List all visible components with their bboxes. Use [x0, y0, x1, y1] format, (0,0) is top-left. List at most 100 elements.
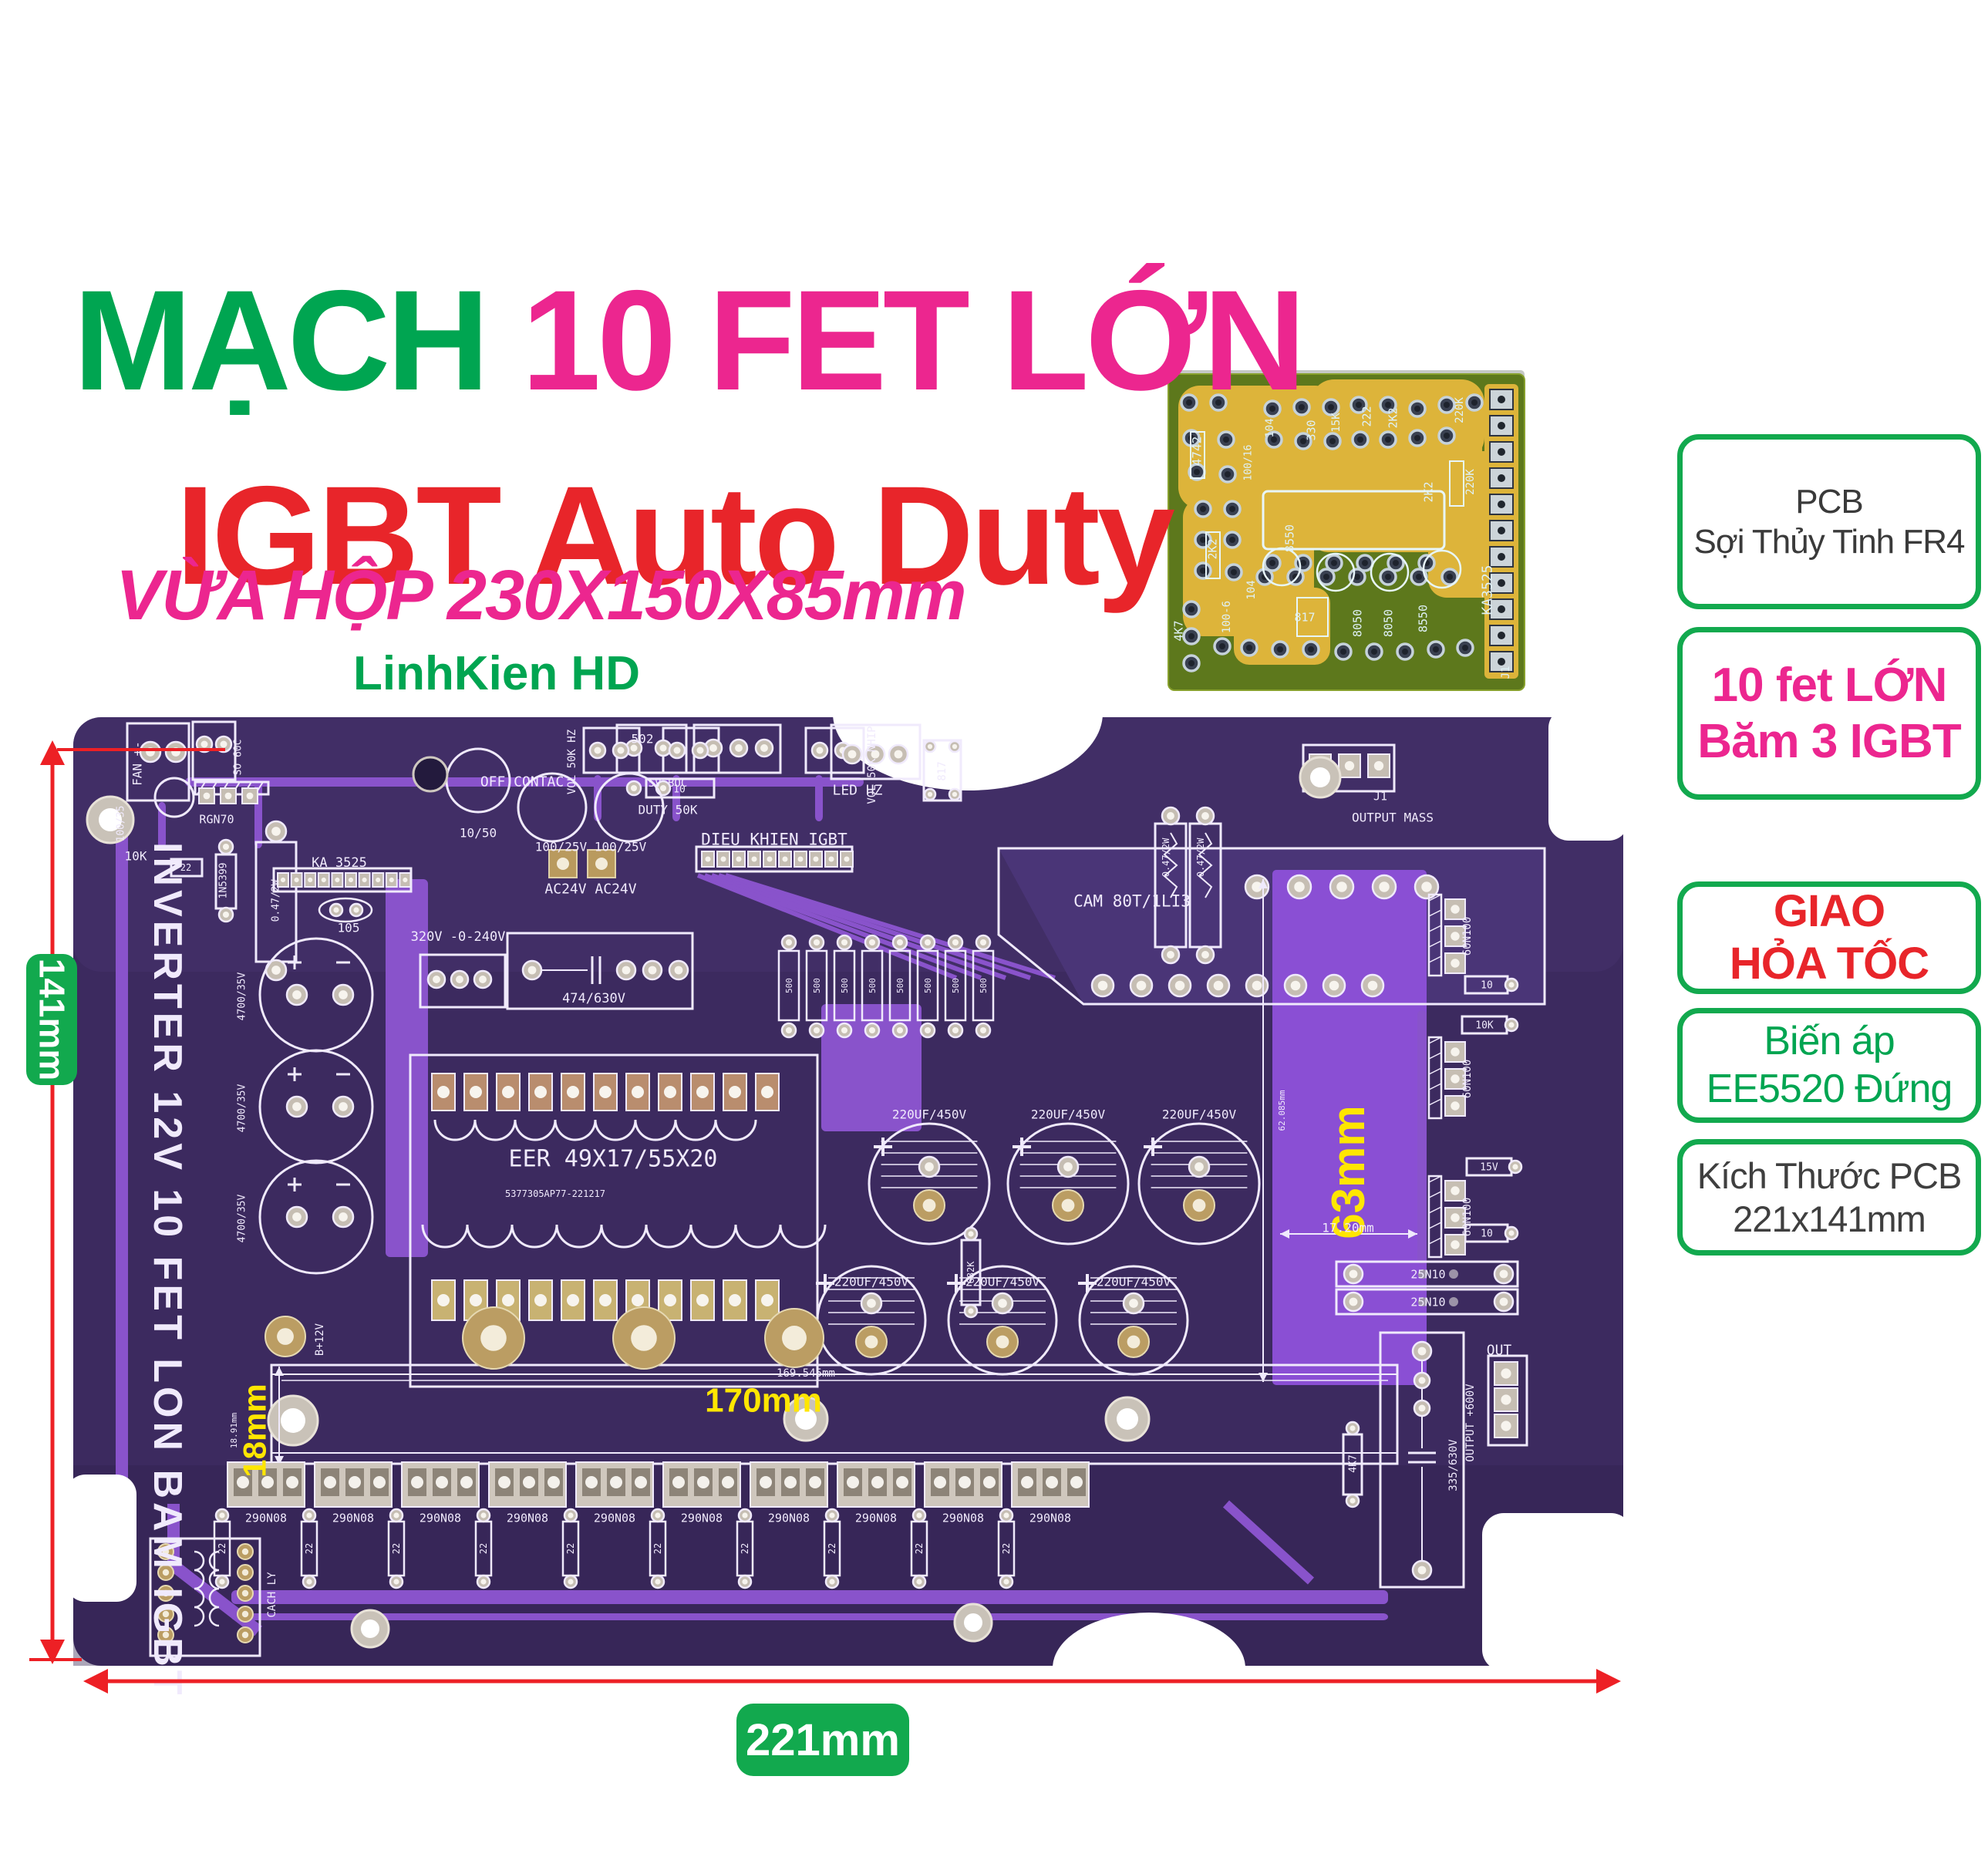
pad-hole	[648, 966, 657, 975]
pcb-graphic	[1449, 1297, 1458, 1306]
pcb-graphic	[983, 1476, 996, 1488]
pad-hole	[674, 966, 683, 975]
mounting-hole-center	[795, 1408, 817, 1430]
silkscreen-outline	[922, 739, 962, 802]
pcb-graphic	[286, 1476, 298, 1488]
pad-hole	[841, 939, 848, 946]
pad-hole	[456, 976, 463, 983]
pcb-graphic	[528, 1279, 553, 1321]
pcb-graphic	[1354, 574, 1360, 580]
silkscreen-label: 8050	[1350, 609, 1364, 637]
silkscreen-label: 817	[936, 761, 949, 780]
pcb-graphic	[871, 1476, 884, 1488]
pad-hole	[1349, 1498, 1356, 1504]
pad-hole	[246, 792, 254, 800]
pcb-graphic	[470, 1086, 482, 1098]
silkscreen-line	[1428, 909, 1442, 917]
pcb-graphic	[1200, 506, 1206, 512]
pcb-graphic	[548, 849, 578, 878]
pad-hole	[1499, 1297, 1508, 1306]
pcb-graphic	[1427, 893, 1443, 977]
pad-hole	[705, 856, 711, 862]
copper-trace	[815, 775, 823, 821]
pcb-graphic	[1414, 406, 1420, 412]
pad-hole	[735, 744, 743, 752]
pcb-graphic	[1329, 438, 1336, 444]
pad-hole	[1061, 1198, 1075, 1212]
copper-trace	[116, 829, 128, 1500]
silkscreen-label: 474/630V	[562, 991, 625, 1006]
pad-hole	[630, 784, 638, 792]
pcb-graphic	[664, 1294, 676, 1306]
pcb-graphic	[1449, 460, 1464, 507]
pcb-graphic	[411, 1476, 423, 1488]
pad-hole	[162, 1610, 170, 1618]
pad-hole	[813, 856, 819, 862]
pcb-graphic	[997, 847, 1546, 1006]
pad-hole	[927, 743, 933, 750]
silkscreen-label: AC24V AC24V	[544, 881, 636, 897]
silkscreen-label: 220UF/450V	[965, 1275, 1040, 1289]
pad-hole	[1349, 1297, 1358, 1306]
silkscreen-label: 105	[338, 921, 360, 935]
pad-hole	[720, 856, 726, 862]
silkscreen-label: 60N100	[1461, 917, 1474, 956]
silkscreen-label: SO 60C	[233, 740, 244, 776]
pcb-graphic	[593, 1279, 618, 1321]
pad-hole	[998, 1299, 1007, 1308]
silkscreen-label: 15K	[1330, 413, 1343, 433]
pcb-graphic	[460, 1476, 473, 1488]
silkscreen-outline	[777, 949, 800, 1022]
pad-hole	[760, 744, 768, 752]
silkscreen-label: 22	[391, 1543, 402, 1554]
pcb-graphic	[548, 1476, 560, 1488]
pad-hole	[952, 1026, 959, 1034]
pcb-graphic	[437, 1294, 450, 1306]
silkscreen-outline	[1487, 1354, 1528, 1447]
height-dimension-value: 141mm	[32, 958, 72, 1081]
copper-trace	[1417, 1010, 1427, 1265]
pad-hole	[630, 744, 638, 752]
pcb-graphic	[696, 1294, 709, 1306]
pcb-graphic	[1277, 646, 1283, 652]
pad-hole	[655, 1579, 661, 1585]
pad-hole	[339, 1212, 348, 1222]
pad-hole	[433, 976, 440, 983]
pcb-graphic	[1498, 553, 1505, 561]
pad-hole	[480, 1579, 487, 1585]
pad-hole	[1097, 980, 1108, 991]
width-dimension-badge: 221mm	[736, 1704, 909, 1776]
pad-hole	[1349, 1269, 1358, 1279]
silkscreen-line	[1428, 1098, 1442, 1106]
copper-trace	[231, 1613, 1388, 1620]
pad-hole	[782, 1326, 807, 1350]
pad-hole	[162, 1589, 170, 1597]
pad-hole	[1252, 881, 1262, 892]
silkscreen-outline	[804, 726, 865, 774]
pcb-graphic	[534, 1294, 547, 1306]
pad-hole	[280, 877, 286, 883]
pad-hole	[224, 792, 232, 800]
pad-hole	[271, 966, 281, 975]
pcb-graphic	[1296, 597, 1329, 637]
pcb-graphic	[696, 1086, 709, 1098]
silkscreen-label: 500	[979, 978, 989, 993]
pcb-graphic	[1200, 568, 1206, 574]
pcb-graphic	[237, 1476, 249, 1488]
silkscreen-label: EER 49X17/55X20	[509, 1146, 718, 1173]
pad-hole	[1508, 1022, 1515, 1028]
pad-hole	[393, 1579, 399, 1585]
silkscreen-label: 4700/35V	[237, 1195, 248, 1243]
silkscreen-label: 320V -0-240V	[411, 929, 506, 945]
silkscreen-label: 22	[652, 1543, 663, 1554]
feature-box-line: Kích Thước PCB	[1697, 1155, 1963, 1197]
pad-hole	[162, 1569, 170, 1576]
silkscreen-label: B+12V	[314, 1323, 326, 1356]
pad-hole	[1329, 980, 1339, 991]
silkscreen-label: 290N08	[681, 1511, 723, 1525]
silkscreen-label: 169.545mm	[777, 1367, 835, 1380]
pcb-graphic	[194, 1550, 205, 1627]
silkscreen-label: 10	[1481, 1229, 1493, 1240]
silkscreen-outline	[149, 1537, 261, 1657]
pad-hole	[659, 744, 667, 752]
